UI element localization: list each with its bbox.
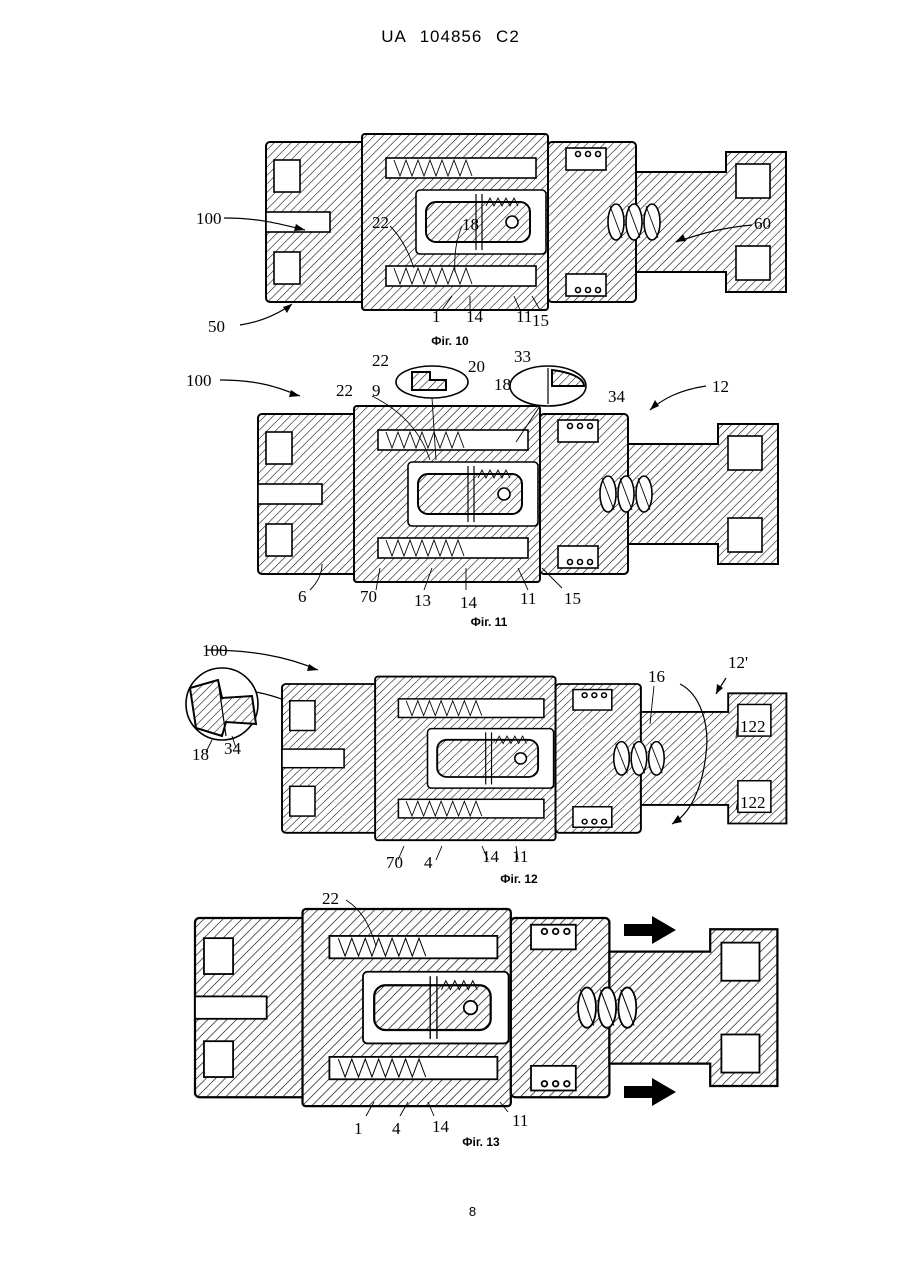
ref-label: 100 — [186, 371, 212, 390]
ref-label: 34 — [608, 387, 626, 406]
page-number: 8 — [0, 1204, 901, 1219]
figure-10: 100 22 18 60 50 1 14 11 15 Фіг. 10 — [0, 100, 901, 360]
ref-label: 18 — [494, 375, 511, 394]
ref-label: 22 — [336, 381, 353, 400]
figure-12: 100 16 12' 122 122 18 34 70 4 14 11 Фіг.… — [0, 624, 901, 894]
ref-label: 33 — [514, 347, 531, 366]
ref-label: 11 — [516, 307, 532, 326]
ref-label: 9 — [372, 381, 381, 400]
ref-label: 14 — [466, 307, 484, 326]
ref-label: 13 — [414, 591, 431, 610]
ref-label: 22 — [372, 351, 389, 370]
figure-11: 22 20 9 33 18 34 100 22 12 6 70 13 14 11… — [0, 350, 901, 640]
ref-label: 18 — [462, 215, 479, 234]
ref-label: 22 — [322, 889, 339, 908]
ref-label: 50 — [208, 317, 225, 336]
ref-label: 100 — [202, 641, 228, 660]
ref-label: 14 — [432, 1117, 450, 1136]
ref-label: 14 — [460, 593, 478, 612]
ref-label: 70 — [360, 587, 377, 606]
ref-label: 11 — [512, 1111, 528, 1130]
ref-label: 11 — [520, 589, 536, 608]
ref-label: 22 — [372, 213, 389, 232]
ref-label: 1 — [432, 307, 441, 326]
ref-label: 15 — [564, 589, 581, 608]
ref-label: 1 — [354, 1119, 363, 1138]
ref-label: 12 — [712, 377, 729, 396]
ref-label: 4 — [392, 1119, 401, 1138]
ref-label: 12' — [728, 653, 748, 672]
ref-label: 60 — [754, 214, 771, 233]
ref-label: 20 — [468, 357, 485, 376]
ref-label: 34 — [224, 739, 242, 758]
patent-header: UA 104856 C2 — [0, 27, 901, 47]
ref-label: 4 — [424, 853, 433, 872]
figure-caption: Фіг. 10 — [431, 334, 469, 348]
ref-label: 70 — [386, 853, 403, 872]
ref-label: 122 — [740, 793, 766, 812]
ref-label: 16 — [648, 667, 665, 686]
ref-label: 14 — [482, 847, 500, 866]
ref-label: 18 — [192, 745, 209, 764]
ref-label: 15 — [532, 311, 549, 330]
figure-caption: Фіг. 13 — [462, 1135, 500, 1149]
ref-label: 6 — [298, 587, 307, 606]
ref-label: 122 — [740, 717, 766, 736]
figure-13: 22 1 4 14 11 Фіг. 13 — [0, 880, 901, 1160]
ref-label: 100 — [196, 209, 222, 228]
ref-label: 11 — [512, 847, 528, 866]
